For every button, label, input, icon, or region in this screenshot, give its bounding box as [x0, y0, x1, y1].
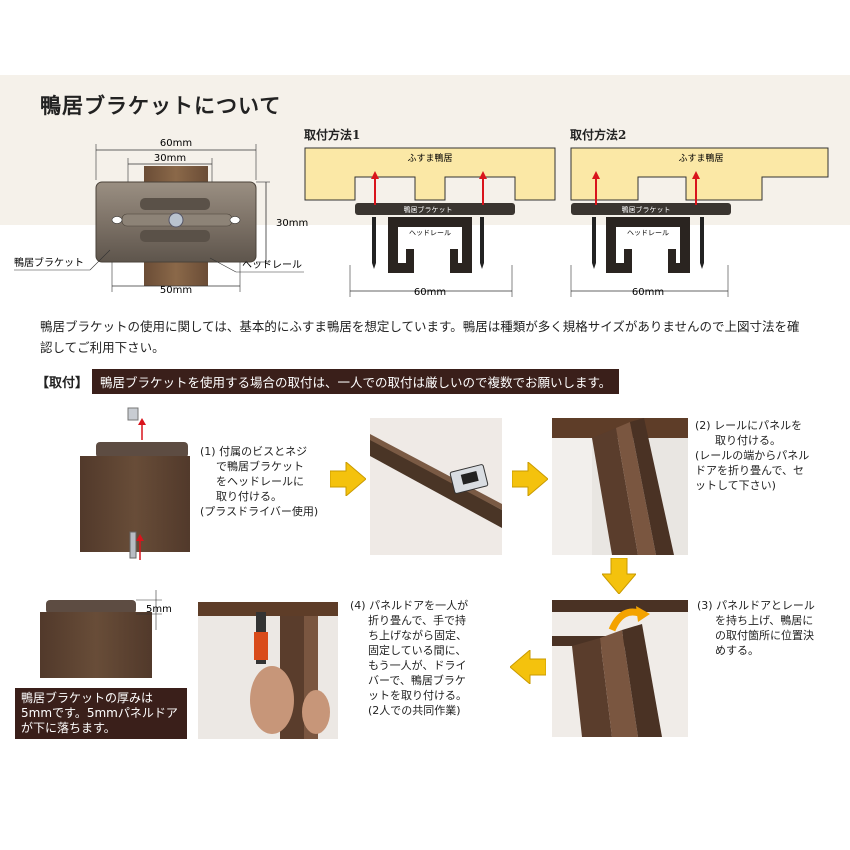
step2-line: (2) レールにパネルを	[695, 419, 803, 432]
step2-text: (2) レールにパネルを 取り付ける。 (レールの端からパネル ドアを折り畳んで…	[695, 418, 809, 493]
step2-line: (レールの端からパネル	[695, 449, 810, 462]
step2-line: ドアを折り畳んで、セ	[695, 464, 805, 477]
red-arrow-icon	[592, 171, 600, 179]
arrow-down-icon	[602, 558, 636, 594]
red-arrow-icon	[371, 171, 379, 179]
dim-right: 30mm	[276, 218, 308, 229]
curved-arrow-head-icon	[636, 606, 650, 622]
bracket-slot	[140, 230, 210, 242]
leader-line	[89, 249, 111, 271]
red-arrow-icon	[479, 171, 487, 179]
rail-photo-illustration	[370, 434, 502, 528]
step4-line: バーで、鴨居ブラケ	[368, 674, 466, 687]
arrow-left-icon	[510, 650, 546, 684]
bracket-slot	[140, 198, 210, 210]
method2-diagram: ふすま鴨居 鴨居ブラケット ヘッドレール 60mm	[570, 147, 829, 298]
bracket-block	[46, 600, 136, 614]
screw-icon	[129, 531, 137, 559]
install-note: 鴨居ブラケットを使用する場合の取付は、一人での取付は厳しいので複数でお願いします…	[92, 368, 620, 394]
screw-icon	[592, 217, 596, 269]
panel-photo-illustration	[552, 418, 688, 555]
red-arrow-icon	[692, 171, 700, 179]
page-title: 鴨居ブラケットについて	[40, 93, 282, 118]
step4-line: ットを取り付ける。	[368, 689, 467, 702]
step3-line: (3) パネルドアとレール	[697, 599, 815, 612]
step3-photo	[552, 600, 688, 737]
method1-title: 取付方法1	[304, 128, 361, 142]
install-header: 【取付】 鴨居ブラケットを使用する場合の取付は、一人での取付は厳しいので複数でお…	[36, 368, 620, 394]
rail-label: ヘッドレール	[409, 229, 451, 237]
head-rail-profile	[388, 217, 472, 273]
nut-icon	[127, 407, 139, 421]
arrow-right-icon	[512, 462, 548, 496]
bracket-bar	[355, 203, 515, 215]
thickness-note: 鴨居ブラケットの厚みは5mmです。5mmパネルドアが下に落ちます。	[15, 688, 187, 739]
step3-line: めする。	[715, 644, 759, 657]
bracket-dimension-figure: 60mm 30mm 30mm 50mm 鴨居ブラケット ヘッドレール	[14, 138, 308, 296]
leader-line	[209, 257, 237, 273]
step2-line: ットして下さい)	[695, 479, 776, 492]
step3-line: の取付箇所に位置決	[715, 629, 814, 642]
dim-top-inner: 30mm	[154, 153, 186, 164]
description: 鴨居ブラケットの使用に関しては、基本的にふすま鴨居を想定しています。鴨居は種類が…	[40, 319, 800, 355]
label-rail: ヘッドレール	[242, 260, 302, 271]
thickness-dim: 5mm	[146, 604, 172, 615]
step2-line: 取り付ける。	[715, 434, 781, 447]
step1-line: 取り付ける。	[216, 490, 282, 503]
step2-photo	[552, 418, 688, 555]
step1-photo	[370, 418, 502, 555]
method1-width: 60mm	[414, 287, 446, 298]
step1-line: (1) 付属のビスとネジ	[200, 445, 308, 458]
kamoi-shape	[304, 147, 556, 201]
rail-wood-grain	[40, 612, 152, 678]
screw-icon	[480, 217, 484, 269]
kamoi-label: ふすま鴨居	[407, 152, 452, 164]
step4-line: 折り畳んで、手で持	[368, 614, 467, 627]
red-arrow-icon	[136, 534, 144, 541]
method2-width: 60mm	[632, 287, 664, 298]
mount-hole	[229, 216, 241, 224]
step4-line: もう一人が、ドライ	[368, 659, 467, 672]
lift-photo-illustration	[552, 600, 688, 737]
step4-line: 固定している間に、	[368, 644, 467, 657]
install-tag: 【取付】	[36, 375, 89, 391]
step3-line: を持ち上げ、鴨居に	[715, 614, 814, 627]
method2-title: 取付方法2	[570, 128, 627, 142]
step1-illustration	[80, 407, 190, 560]
bracket-label: 鴨居ブラケット	[622, 205, 671, 214]
label-bracket: 鴨居ブラケット	[14, 256, 84, 269]
step3-text: (3) パネルドアとレール を持ち上げ、鴨居に の取付箇所に位置決 めする。	[697, 598, 815, 658]
step1-line: で鴨居ブラケット	[216, 460, 304, 473]
dim-bottom: 50mm	[160, 285, 192, 296]
screw-icon	[700, 217, 704, 269]
rail-label: ヘッドレール	[627, 229, 669, 237]
bracket-label: 鴨居ブラケット	[404, 205, 453, 214]
kamoi-shape	[570, 147, 829, 201]
method1-diagram: ふすま鴨居 鴨居ブラケット ヘッドレール 60mm	[304, 147, 556, 298]
bracket-bar	[571, 203, 731, 215]
arrow-right-icon	[330, 462, 366, 496]
step4-photo	[198, 602, 338, 739]
screwing-photo-illustration	[198, 602, 338, 739]
screw-icon	[372, 217, 376, 269]
bracket-block	[96, 442, 188, 458]
kamoi-label: ふすま鴨居	[678, 152, 723, 164]
mount-hole	[111, 216, 123, 224]
step4-line: (2人での共同作業)	[368, 704, 461, 717]
head-rail-profile	[606, 217, 690, 273]
step1-line: (プラスドライバー使用)	[200, 505, 319, 518]
red-arrow-icon	[138, 418, 146, 425]
step4-line: ち上げながら固定、	[368, 629, 467, 642]
step1-line: をヘッドレールに	[216, 475, 304, 488]
dim-top-outer: 60mm	[160, 138, 192, 149]
step4-line: (4) パネルドアを一人が	[350, 599, 469, 612]
screw-icon	[168, 212, 184, 228]
step1-text: (1) 付属のビスとネジ で鴨居ブラケット をヘッドレールに 取り付ける。 (プ…	[200, 444, 318, 519]
thickness-illustration: 5mm	[40, 590, 172, 678]
step4-text: (4) パネルドアを一人が 折り畳んで、手で持 ち上げながら固定、 固定している…	[350, 598, 468, 718]
